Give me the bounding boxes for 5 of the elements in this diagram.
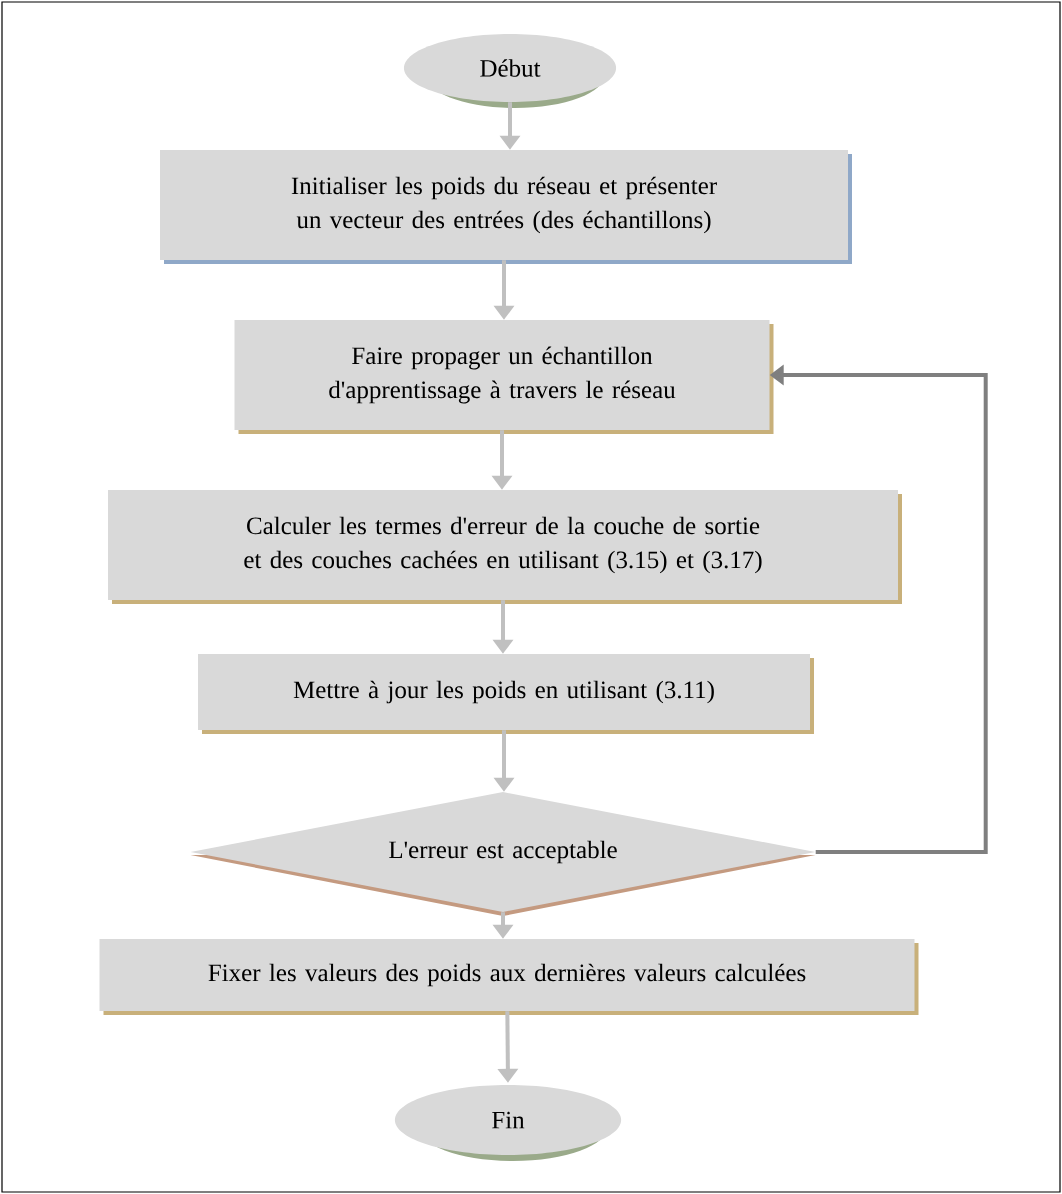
process-box: Initialiser les poids du réseau et présenter un vecteur des entrées (des échantillons)	[160, 150, 852, 264]
process-box: Mettre à jour les poids en utilisant (3.11)	[198, 654, 814, 734]
process-box: Calculer les termes d'erreur de la couche de sortie et des couches cachées en utilisant (3.15) et (3.17)	[108, 490, 902, 604]
process-box: Faire propager un échantillon d'apprentissage à travers le réseau	[234, 320, 774, 434]
process-box: Fixer les valeurs des poids aux dernières valeurs calculées	[99, 939, 919, 1015]
